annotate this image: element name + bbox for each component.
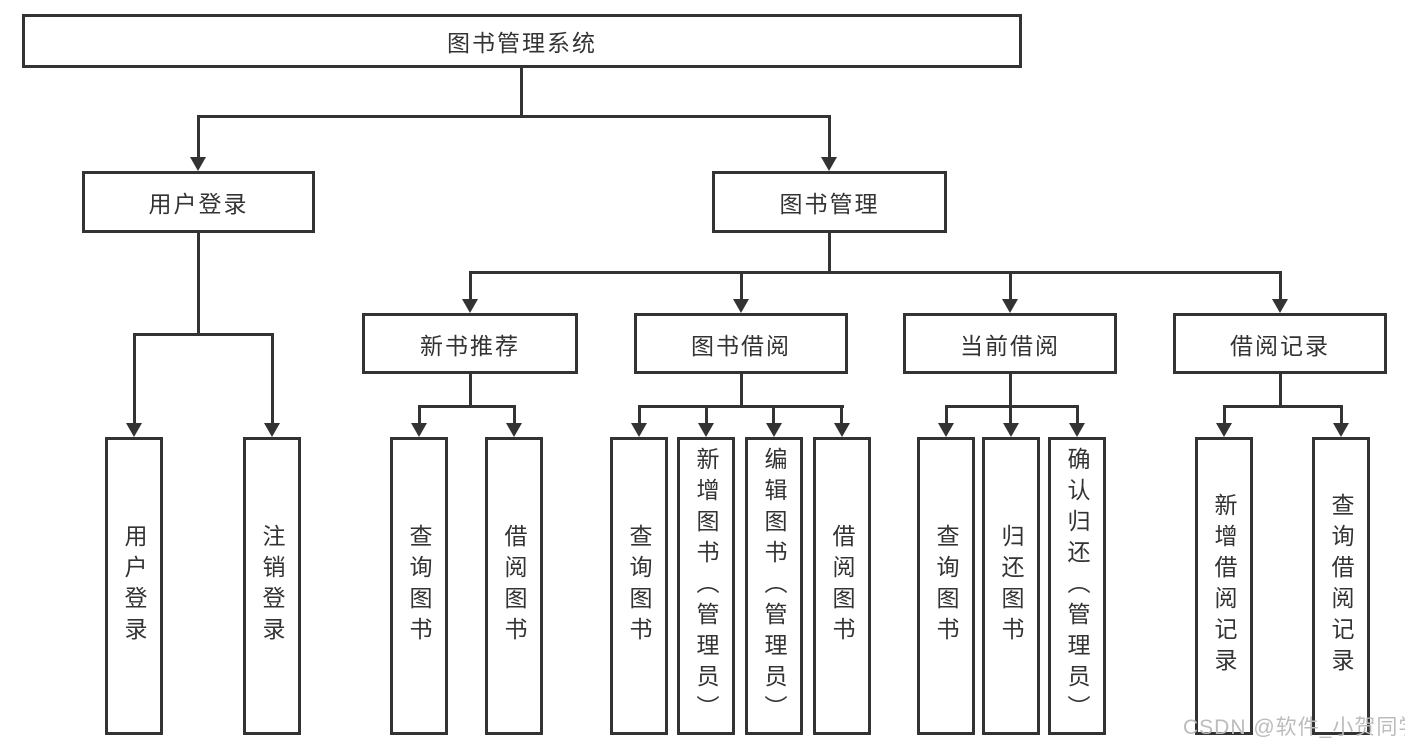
- arrowhead-down-icon: [1216, 423, 1232, 437]
- edge-line: [469, 271, 472, 299]
- arrowhead-down-icon: [462, 299, 478, 313]
- edge-line: [638, 405, 641, 423]
- arrowhead-down-icon: [766, 423, 782, 437]
- edge-line: [740, 271, 743, 299]
- edge-line: [1009, 374, 1012, 408]
- node-leaf-add-book-admin: 新增图书（管理员）: [677, 437, 735, 735]
- arrowhead-down-icon: [834, 423, 850, 437]
- node-leaf-logout: 注销登录: [243, 437, 301, 735]
- node-book-borrowing: 图书借阅: [634, 313, 848, 374]
- arrowhead-down-icon: [1003, 423, 1019, 437]
- node-leaf-borrow-books-recommend: 借阅图书: [485, 437, 543, 735]
- arrowhead-down-icon: [264, 423, 280, 437]
- node-library-management-system: 图书管理系统: [22, 14, 1022, 68]
- arrowhead-down-icon: [1272, 299, 1288, 313]
- node-leaf-borrow-books-borrowing: 借阅图书: [813, 437, 871, 735]
- node-new-book-recommendation: 新书推荐: [362, 313, 578, 374]
- edge-line: [197, 115, 831, 118]
- edge-line: [1340, 405, 1343, 423]
- arrowhead-down-icon: [411, 423, 427, 437]
- edge-line: [133, 333, 274, 336]
- arrowhead-down-icon: [698, 423, 714, 437]
- edge-line: [271, 333, 274, 423]
- arrowhead-down-icon: [631, 423, 647, 437]
- node-current-borrowing: 当前借阅: [903, 313, 1117, 374]
- edge-line: [133, 333, 136, 423]
- arrowhead-down-icon: [190, 157, 206, 171]
- csdn-watermark: CSDN @软件_小贺同学: [1183, 716, 1405, 739]
- arrowhead-down-icon: [1069, 423, 1085, 437]
- node-leaf-edit-book-admin: 编辑图书（管理员）: [745, 437, 803, 735]
- edge-line: [520, 68, 523, 118]
- edge-line: [772, 405, 775, 423]
- edge-line: [1223, 405, 1343, 408]
- edge-line: [513, 405, 516, 423]
- node-leaf-query-books-recommend: 查询图书: [390, 437, 448, 735]
- arrowhead-down-icon: [733, 299, 749, 313]
- edge-line: [1009, 405, 1012, 423]
- edge-line: [705, 405, 708, 423]
- arrowhead-down-icon: [821, 157, 837, 171]
- node-leaf-confirm-return-admin: 确认归还（管理员）: [1048, 437, 1106, 735]
- edge-line: [197, 115, 200, 158]
- arrowhead-down-icon: [1333, 423, 1349, 437]
- edge-line: [418, 405, 421, 423]
- edge-line: [828, 115, 831, 158]
- edge-line: [945, 405, 1079, 408]
- edge-line: [740, 374, 743, 408]
- edge-line: [1009, 271, 1012, 299]
- edge-line: [1279, 374, 1282, 408]
- edge-line: [945, 405, 948, 423]
- node-leaf-query-borrow-record: 查询借阅记录: [1312, 437, 1370, 735]
- edge-line: [1223, 405, 1226, 423]
- arrowhead-down-icon: [506, 423, 522, 437]
- arrowhead-down-icon: [938, 423, 954, 437]
- node-borrowing-records: 借阅记录: [1173, 313, 1387, 374]
- node-leaf-user-login: 用户登录: [105, 437, 163, 735]
- edge-line: [418, 405, 516, 408]
- edge-line: [828, 233, 831, 274]
- node-leaf-return-book: 归还图书: [982, 437, 1040, 735]
- edge-line: [469, 271, 1282, 274]
- edge-line: [1076, 405, 1079, 423]
- edge-line: [197, 233, 200, 335]
- arrowhead-down-icon: [126, 423, 142, 437]
- node-leaf-add-borrow-record: 新增借阅记录: [1195, 437, 1253, 735]
- node-book-management: 图书管理: [712, 171, 947, 233]
- node-leaf-query-books-borrowing: 查询图书: [610, 437, 668, 735]
- edge-line: [638, 405, 844, 408]
- arrowhead-down-icon: [1002, 299, 1018, 313]
- node-leaf-query-books-current: 查询图书: [917, 437, 975, 735]
- edge-line: [469, 374, 472, 408]
- edge-line: [840, 405, 843, 423]
- edge-line: [1279, 271, 1282, 299]
- node-user-login: 用户登录: [82, 171, 315, 233]
